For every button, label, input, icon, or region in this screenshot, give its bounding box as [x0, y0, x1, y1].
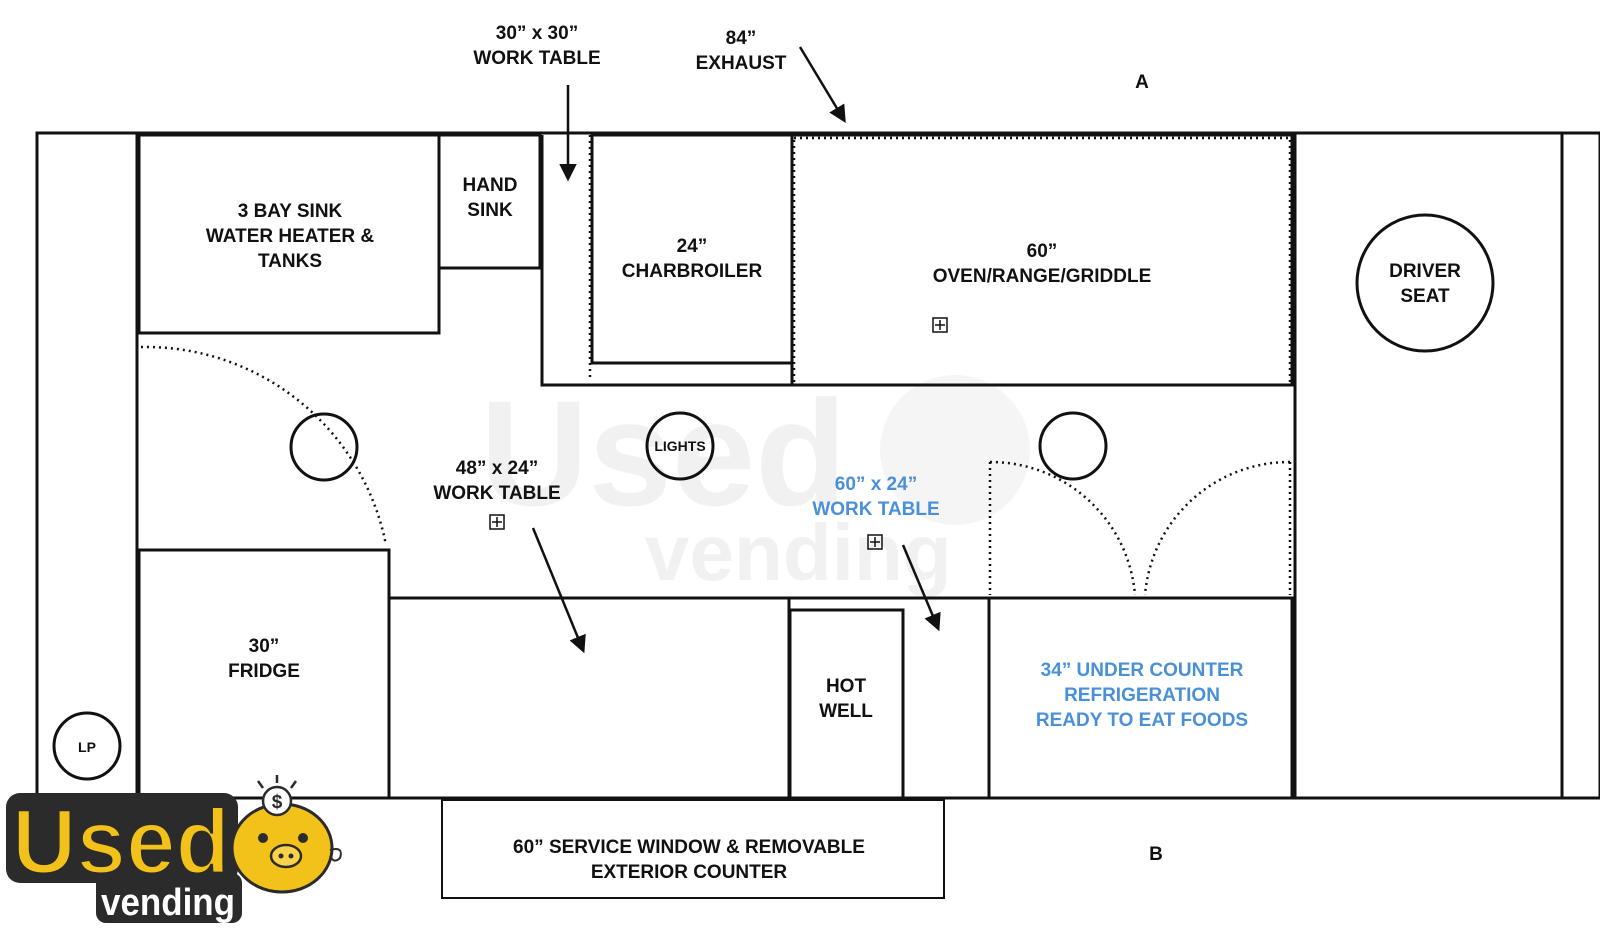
hot-well-box [788, 608, 905, 800]
outlet-icon-table-48 [489, 514, 505, 530]
refrig-line2: REFRIGERATION [1064, 685, 1220, 706]
hand-sink-line1: HAND [463, 175, 518, 196]
arrow-work-table-60 [901, 544, 941, 632]
oven-hood-outline [792, 136, 1292, 387]
door-swing-right-2 [1143, 460, 1291, 596]
watermark-word-vending: vending [645, 508, 952, 597]
service-window-line2: EXTERIOR COUNTER [591, 862, 788, 883]
driver-seat-circle [1355, 213, 1495, 353]
light-circle-left [289, 412, 359, 482]
service-window-box [441, 799, 945, 899]
sink3-line3: TANKS [258, 251, 322, 272]
work-table-30-dim: 30” x 30” [496, 23, 578, 44]
lp-tank-circle [52, 711, 122, 781]
service-window-line1: 60” SERVICE WINDOW & REMOVABLE [513, 837, 865, 858]
side-a-label: A [1135, 72, 1149, 93]
work-table-48-name: WORK TABLE [433, 483, 560, 504]
hand-sink-box [437, 133, 542, 270]
refrig-line3: READY TO EAT FOODS [1036, 710, 1248, 731]
hand-sink-line2: SINK [467, 200, 513, 221]
logo-backplate [6, 793, 238, 883]
door-swing-right-1 [989, 460, 1137, 596]
lights-circle [645, 411, 715, 481]
arrow-work-table-48 [531, 527, 586, 654]
exhaust-dim: 84” [726, 28, 757, 49]
sink3-line2: WATER HEATER & [206, 226, 374, 247]
driver-seat-line1: DRIVER [1389, 261, 1461, 282]
outlet-icon-table-60 [867, 534, 883, 550]
door-swing-left [140, 345, 388, 546]
logo-word-vending: vending [101, 882, 235, 924]
work-table-60-name: WORK TABLE [812, 499, 939, 520]
outlet-icon-oven [932, 317, 948, 333]
fridge-dim: 30” [249, 636, 280, 657]
sink3-line1: 3 BAY SINK [238, 201, 343, 222]
arrow-exhaust [798, 46, 846, 123]
work-table-60-counter [787, 596, 991, 800]
under-counter-refrig-box [987, 596, 1294, 800]
work-table-30-name: WORK TABLE [473, 48, 600, 69]
svg-text:$: $ [272, 792, 283, 813]
used-vending-logo: Used vending $ [6, 775, 342, 924]
work-table-48-counter [387, 596, 791, 800]
work-table-48-dim: 48” x 24” [456, 458, 538, 479]
hot-well-line1: HOT [826, 676, 867, 697]
light-circle-right [1038, 411, 1108, 481]
charbroiler-dim: 24” [677, 236, 708, 257]
fridge-name: FRIDGE [228, 661, 300, 682]
charbroiler-name: CHARBROILER [622, 261, 763, 282]
refrig-line1: 34” UNDER COUNTER [1041, 660, 1244, 681]
side-b-label: B [1149, 844, 1163, 865]
logo-backplate-lower [96, 873, 242, 923]
work-table-60-dim: 60” x 24” [835, 474, 917, 495]
lights-label: LIGHTS [654, 438, 705, 454]
exhaust-name: EXHAUST [696, 53, 787, 74]
oven-name: OVEN/RANGE/GRIDDLE [933, 266, 1152, 287]
watermark: Used vending [480, 369, 1030, 597]
hot-well-line2: WELL [819, 701, 873, 722]
oven-dim: 60” [1027, 241, 1058, 262]
watermark-word-used: Used [480, 369, 847, 537]
work-table-30-box [540, 135, 792, 387]
driver-seat-line2: SEAT [1400, 286, 1450, 307]
logo-word-used: Used [12, 791, 230, 893]
watermark-pig-icon [880, 375, 1030, 525]
pig-coin-icon: $ [230, 775, 342, 894]
lp-label: LP [78, 739, 96, 755]
